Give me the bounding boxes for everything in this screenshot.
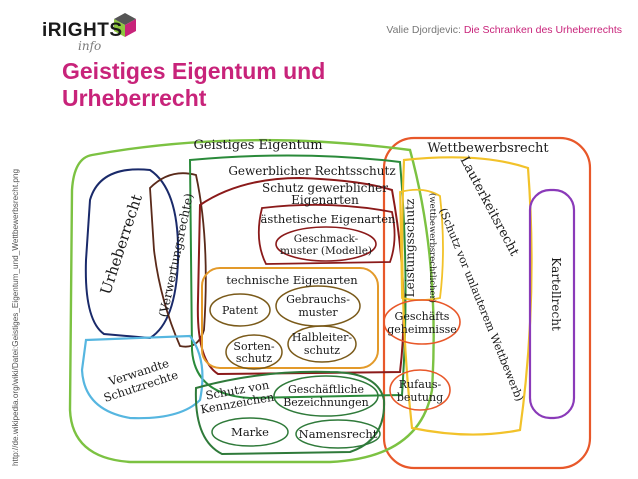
label-aesthetische-eigenarten: ästhetische Eigenarten <box>261 212 397 226</box>
label-kartellrecht: Kartellrecht <box>549 257 563 331</box>
region-lauterkeitsrecht <box>401 156 533 436</box>
logo-cube-icon <box>114 13 136 37</box>
label-technische-eigenarten: technische Eigenarten <box>226 273 358 287</box>
label-geschmacksmuster-2: muster (Modelle) <box>280 245 372 257</box>
region-aesthetische-eigenarten <box>257 203 396 265</box>
logo-subtitle: info <box>78 39 102 53</box>
author-name: Valie Djordjevic <box>386 24 458 36</box>
region-kartellrecht <box>528 188 576 420</box>
item-geschaeftsgeheimnisse-ellipse <box>383 299 461 345</box>
label-halbleiterschutz-1: Halbleiter- <box>292 331 352 344</box>
label-gebrauchsmuster-1: Gebrauchs- <box>286 293 350 306</box>
label-geschaeftsgeheimnisse-2: geheimnisse <box>387 323 457 336</box>
label-marke: Marke <box>231 425 269 439</box>
label-rufausbeutung-1: Rufaus- <box>399 378 442 391</box>
item-marke-ellipse <box>211 417 289 447</box>
region-technische-eigenarten <box>201 267 379 369</box>
item-geschaeftliche-bez-ellipse <box>273 375 379 417</box>
label-geschaeftliche-bez-2: Bezeichnungen <box>283 396 369 409</box>
talk-title: Die Schranken des Urheberrechts <box>463 24 622 36</box>
label-geschaeftliche-bez-1: Geschäftliche <box>288 383 364 396</box>
label-leistungsschutz-1: (wettbewerbsrechtlicher) <box>427 193 438 303</box>
item-geschmacksmuster-ellipse <box>275 226 377 262</box>
label-gebrauchsmuster-2: muster <box>298 306 338 319</box>
item-sortenschutz-ellipse <box>225 334 283 370</box>
region-urheberrecht <box>84 168 180 340</box>
label-leistungsschutz-2: Leistungsschutz <box>403 199 417 298</box>
label-patent: Patent <box>222 304 258 317</box>
region-schutz-kennzeichen <box>194 370 386 456</box>
label-sortenschutz-1: Sorten- <box>233 340 274 353</box>
region-geistiges-eigentum <box>68 138 435 464</box>
page-title: Geistiges Eigentum und Urheberrecht <box>62 58 462 112</box>
region-wettbewerbsrecht <box>382 136 592 470</box>
item-rufausbeutung-ellipse <box>389 369 451 411</box>
region-gewerblicher-rechtsschutz <box>188 154 407 400</box>
label-geistiges-eigentum: Geistiges Eigentum <box>193 138 322 153</box>
label-geschaeftsgeheimnisse-1: Geschäfts <box>395 310 450 323</box>
item-namensrecht-ellipse <box>295 419 381 449</box>
label-lauterkeitsrecht: Lauterkeitsrecht <box>457 154 522 259</box>
label-geschmacksmuster-1: Geschmack- <box>294 233 359 245</box>
credit-separator: : <box>457 24 461 36</box>
page-title-line-2: Urheberrecht <box>62 85 207 111</box>
label-schutz-gewerblicher-1: Schutz gewerblicher <box>262 181 388 195</box>
irights-logo: iRIGHTS info <box>42 12 136 53</box>
region-verwandte-schutzrechte <box>80 334 204 420</box>
label-urheberrecht: Urheberrecht <box>97 192 146 297</box>
label-sortenschutz-2: schutz <box>236 352 272 365</box>
label-halbleiterschutz-2: schutz <box>304 344 340 357</box>
logo-wordmark: iRIGHTS <box>42 20 123 41</box>
header-credit: Valie Djordjevic: Die Schranken des Urhe… <box>386 24 622 36</box>
label-schutz-gewerblicher-2: Eigenarten <box>291 193 359 207</box>
label-wettbewerbsrecht: Wettbewerbsrecht <box>427 141 549 156</box>
label-namensrecht: Namensrecht <box>299 427 378 441</box>
page-title-line-1: Geistiges Eigentum und <box>62 58 326 84</box>
item-halbleiterschutz-ellipse <box>287 325 357 363</box>
label-gewerblicher-rechtsschutz: Gewerblicher Rechtsschutz <box>228 164 395 178</box>
label-rufausbeutung-2: beutung <box>397 391 443 404</box>
item-patent-ellipse <box>209 293 271 327</box>
